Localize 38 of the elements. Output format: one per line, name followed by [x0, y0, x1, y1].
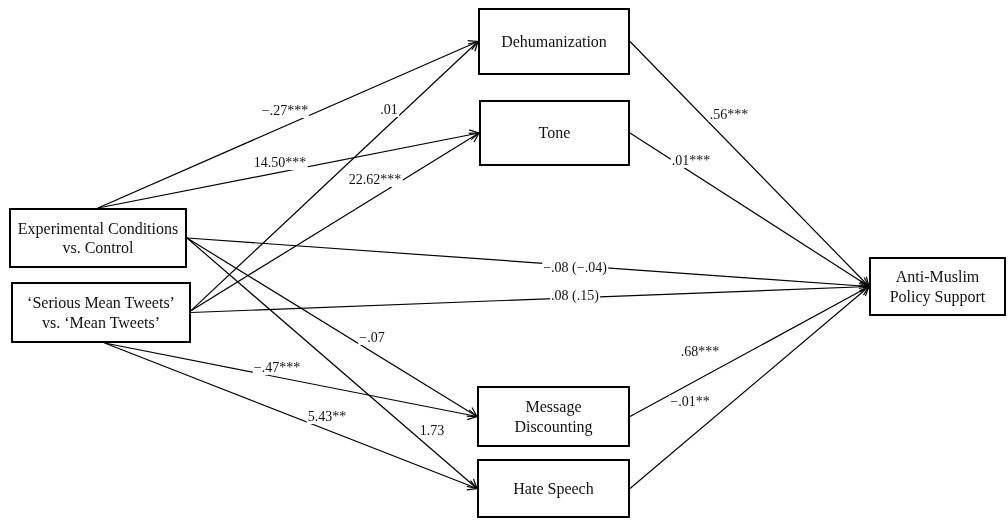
path-arrow [629, 40, 870, 288]
path-arrow [190, 40, 479, 312]
path-coefficient: 5.43** [306, 410, 348, 424]
path-coefficient: −.27*** [260, 104, 310, 118]
variable-name: ‘Serious Mean Tweets’ vs. ‘Mean Tweets’ [26, 293, 176, 332]
path-coefficient: .56*** [708, 108, 750, 122]
variable-name: Tone [538, 123, 571, 143]
path-arrow [97, 129, 480, 209]
path-coefficient: −.07 [358, 331, 386, 345]
path-coefficient: 22.62*** [347, 173, 403, 187]
variable-name: Anti-Muslim Policy Support [888, 267, 987, 306]
path-arrow [104, 342, 478, 491]
path-arrow [186, 237, 478, 490]
variable-box [479, 100, 630, 166]
variable-box [477, 386, 630, 447]
path-arrow [629, 132, 870, 288]
path-coefficient: −.01** [669, 395, 711, 409]
variable-box [11, 282, 191, 343]
path-arrow [629, 285, 870, 418]
path-coefficient: 1.73 [418, 424, 446, 438]
path-coefficient: 14.50*** [252, 156, 308, 170]
path-arrow [629, 285, 870, 490]
variable-box [478, 8, 630, 75]
path-coefficient: .08 (.15) [550, 289, 600, 303]
path-coefficient: −.08 (−.04) [542, 261, 608, 275]
variable-box [9, 208, 187, 268]
variable-name: Dehumanization [501, 31, 607, 52]
path-coefficient: .01 [379, 103, 399, 117]
variable-name: Experimental Conditions vs. Control [17, 218, 179, 258]
variable-name: Message Discounting [513, 397, 594, 436]
variable-name: Hate Speech [513, 478, 594, 499]
path-coefficient: .01*** [670, 154, 712, 168]
variable-box [477, 459, 630, 518]
path-arrow [190, 132, 480, 312]
path-coefficient: .68*** [679, 345, 721, 359]
path-coefficient: −.47*** [252, 361, 302, 375]
path-arrow [97, 39, 479, 209]
variable-box [869, 257, 1006, 316]
